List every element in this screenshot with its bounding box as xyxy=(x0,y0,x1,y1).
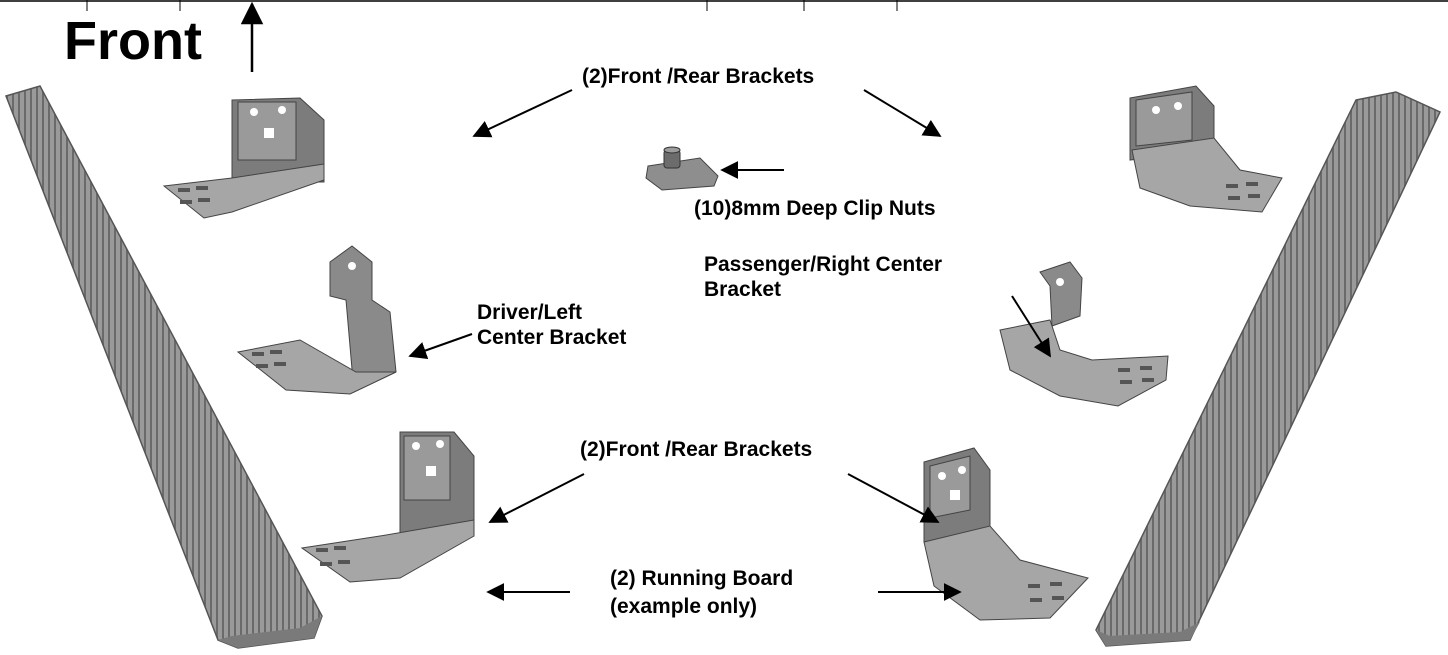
right-running-board xyxy=(1095,91,1442,647)
label-running-board-line1: (2) Running Board xyxy=(610,567,794,590)
clip-nut xyxy=(645,146,719,191)
front-heading: Front xyxy=(64,11,202,71)
label-running-board-line2: (example only) xyxy=(610,595,758,618)
left-running-board xyxy=(5,85,323,649)
bracket-passenger-center xyxy=(999,261,1169,407)
label-clip-nuts: (10)8mm Deep Clip Nuts xyxy=(694,197,936,220)
label-front-rear-brackets-bottom: (2)Front /Rear Brackets xyxy=(580,438,813,461)
label-driver-line2: Center Bracket xyxy=(477,326,627,349)
bracket-right-front xyxy=(1129,85,1283,213)
label-driver-line1: Driver/Left xyxy=(477,301,583,324)
label-passenger-line2: Bracket xyxy=(704,278,782,301)
bracket-left-rear xyxy=(300,431,475,583)
top-border xyxy=(0,0,1448,11)
label-front-rear-brackets-top: (2)Front /Rear Brackets xyxy=(582,65,815,88)
label-passenger-line1: Passenger/Right Center xyxy=(704,253,943,276)
pointer-arrows xyxy=(408,89,1051,601)
bracket-left-front xyxy=(162,97,325,219)
bracket-driver-center xyxy=(236,245,397,395)
bracket-right-rear xyxy=(923,447,1089,621)
